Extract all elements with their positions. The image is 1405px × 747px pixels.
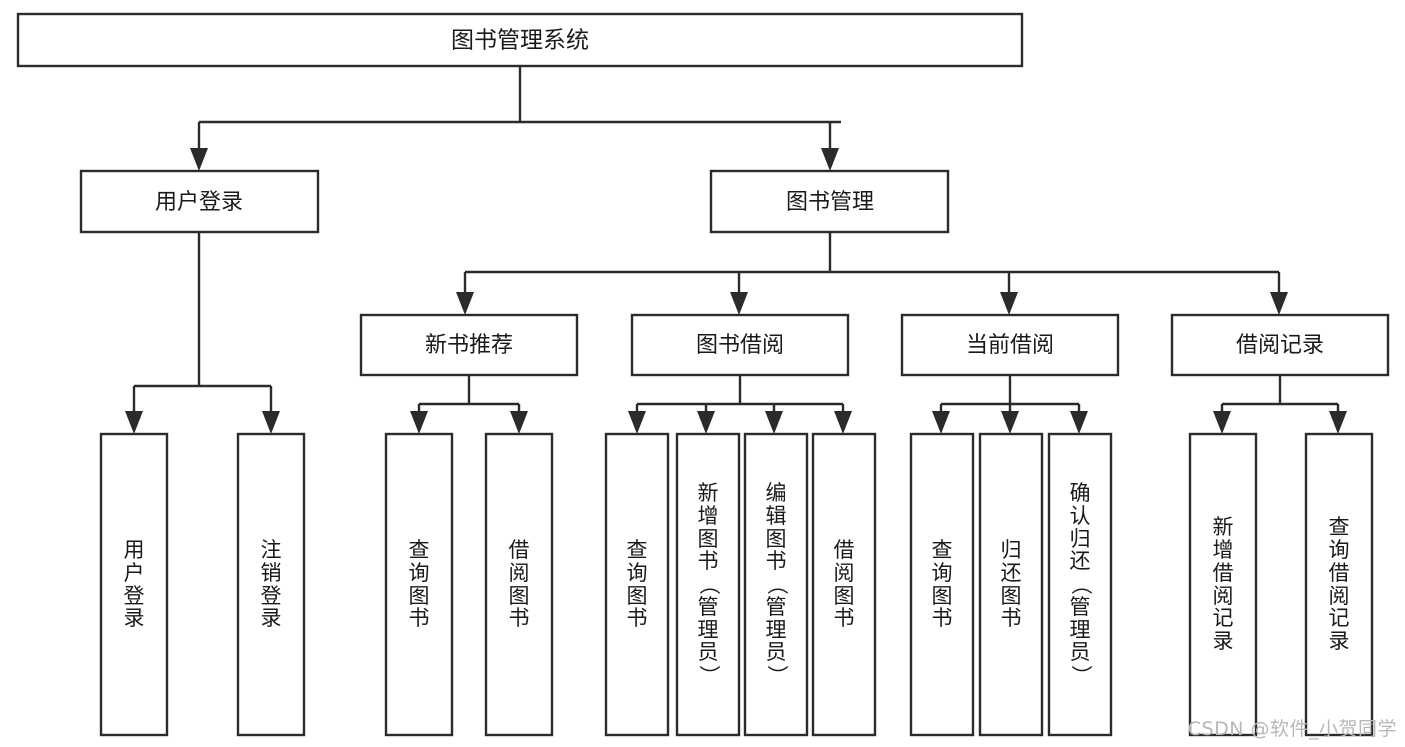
connectors-book-borrow-to-leaves [628,375,852,434]
csdn-watermark: CSDN @软件_小贺同学 [1187,718,1397,740]
arrow-bb-leaf-1 [628,411,646,434]
leaf-box-user-login[interactable] [99,432,169,737]
node-user-login[interactable]: 用户登录 [79,169,320,234]
connectors-user-login-to-leaves [125,232,280,434]
node-root-label: 图书管理系统 [451,28,589,54]
connectors-root-to-level2 [190,66,841,171]
arrow-nb-leaf-2 [510,411,528,434]
node-user-login-label: 用户登录 [155,190,243,215]
connectors-borrow-record-to-leaves [1213,375,1347,434]
node-book-borrow[interactable]: 图书借阅 [630,313,850,377]
arrow-to-borrow-record [1270,292,1288,315]
arrow-leaf-logout [262,411,280,434]
connectors-current-borrow-to-leaves [932,375,1088,434]
arrow-leaf-user-login [125,411,143,434]
arrow-cb-leaf-3 [1070,411,1088,434]
node-borrow-record-box[interactable] [1170,313,1390,377]
leaf-box-bb-add-book[interactable] [675,432,741,737]
node-book-manage[interactable]: 图书管理 [709,169,950,234]
arrow-to-user-login [190,148,208,171]
node-borrow-record[interactable]: 借阅记录 [1170,313,1390,377]
node-book-manage-box[interactable] [709,169,950,234]
leaf-box-br-query-record[interactable] [1304,432,1374,737]
arrow-cb-leaf-1 [932,411,950,434]
node-root[interactable]: 图书管理系统 [16,12,1024,68]
arrow-bb-leaf-3 [765,411,783,434]
node-new-book-recommend-label: 新书推荐 [425,333,513,358]
leaf-box-cb-query-book[interactable] [909,432,975,737]
arrow-to-current-borrow [1000,292,1018,315]
arrow-to-new-book [456,292,474,315]
node-book-manage-label: 图书管理 [786,190,874,215]
node-book-borrow-box[interactable] [630,313,850,377]
leaf-box-bb-borrow-book[interactable] [811,432,877,737]
leaf-box-nb-query-book[interactable] [384,432,454,737]
arrow-to-book-borrow [730,292,748,315]
arrow-bb-leaf-4 [834,411,852,434]
leaf-box-nb-borrow-book[interactable] [484,432,554,737]
node-current-borrow-box[interactable] [900,313,1120,377]
node-borrow-record-label: 借阅记录 [1236,333,1324,358]
node-new-book-recommend[interactable]: 新书推荐 [359,313,579,377]
arrow-br-leaf-1 [1213,411,1231,434]
node-new-book-recommend-box[interactable] [359,313,579,377]
connectors-book-manage-to-level3 [456,232,1288,315]
arrow-to-book-manage [821,148,839,171]
leaf-box-cb-return-book[interactable] [978,432,1044,737]
node-root-box[interactable] [16,12,1024,68]
node-current-borrow[interactable]: 当前借阅 [900,313,1120,377]
arrow-nb-leaf-1 [410,411,428,434]
leaf-box-br-add-record[interactable] [1188,432,1258,737]
leaf-box-cb-confirm-return[interactable] [1047,432,1113,737]
arrow-br-leaf-2 [1329,411,1347,434]
leaf-box-bb-query-book[interactable] [604,432,670,737]
arrow-cb-leaf-2 [1001,411,1019,434]
leaf-box-bb-edit-book[interactable] [743,432,809,737]
node-current-borrow-label: 当前借阅 [966,333,1054,358]
connectors-new-book-to-leaves [410,375,528,434]
leaf-box-logout[interactable] [236,432,306,737]
arrow-bb-leaf-2 [697,411,715,434]
node-book-borrow-label: 图书借阅 [696,333,784,358]
